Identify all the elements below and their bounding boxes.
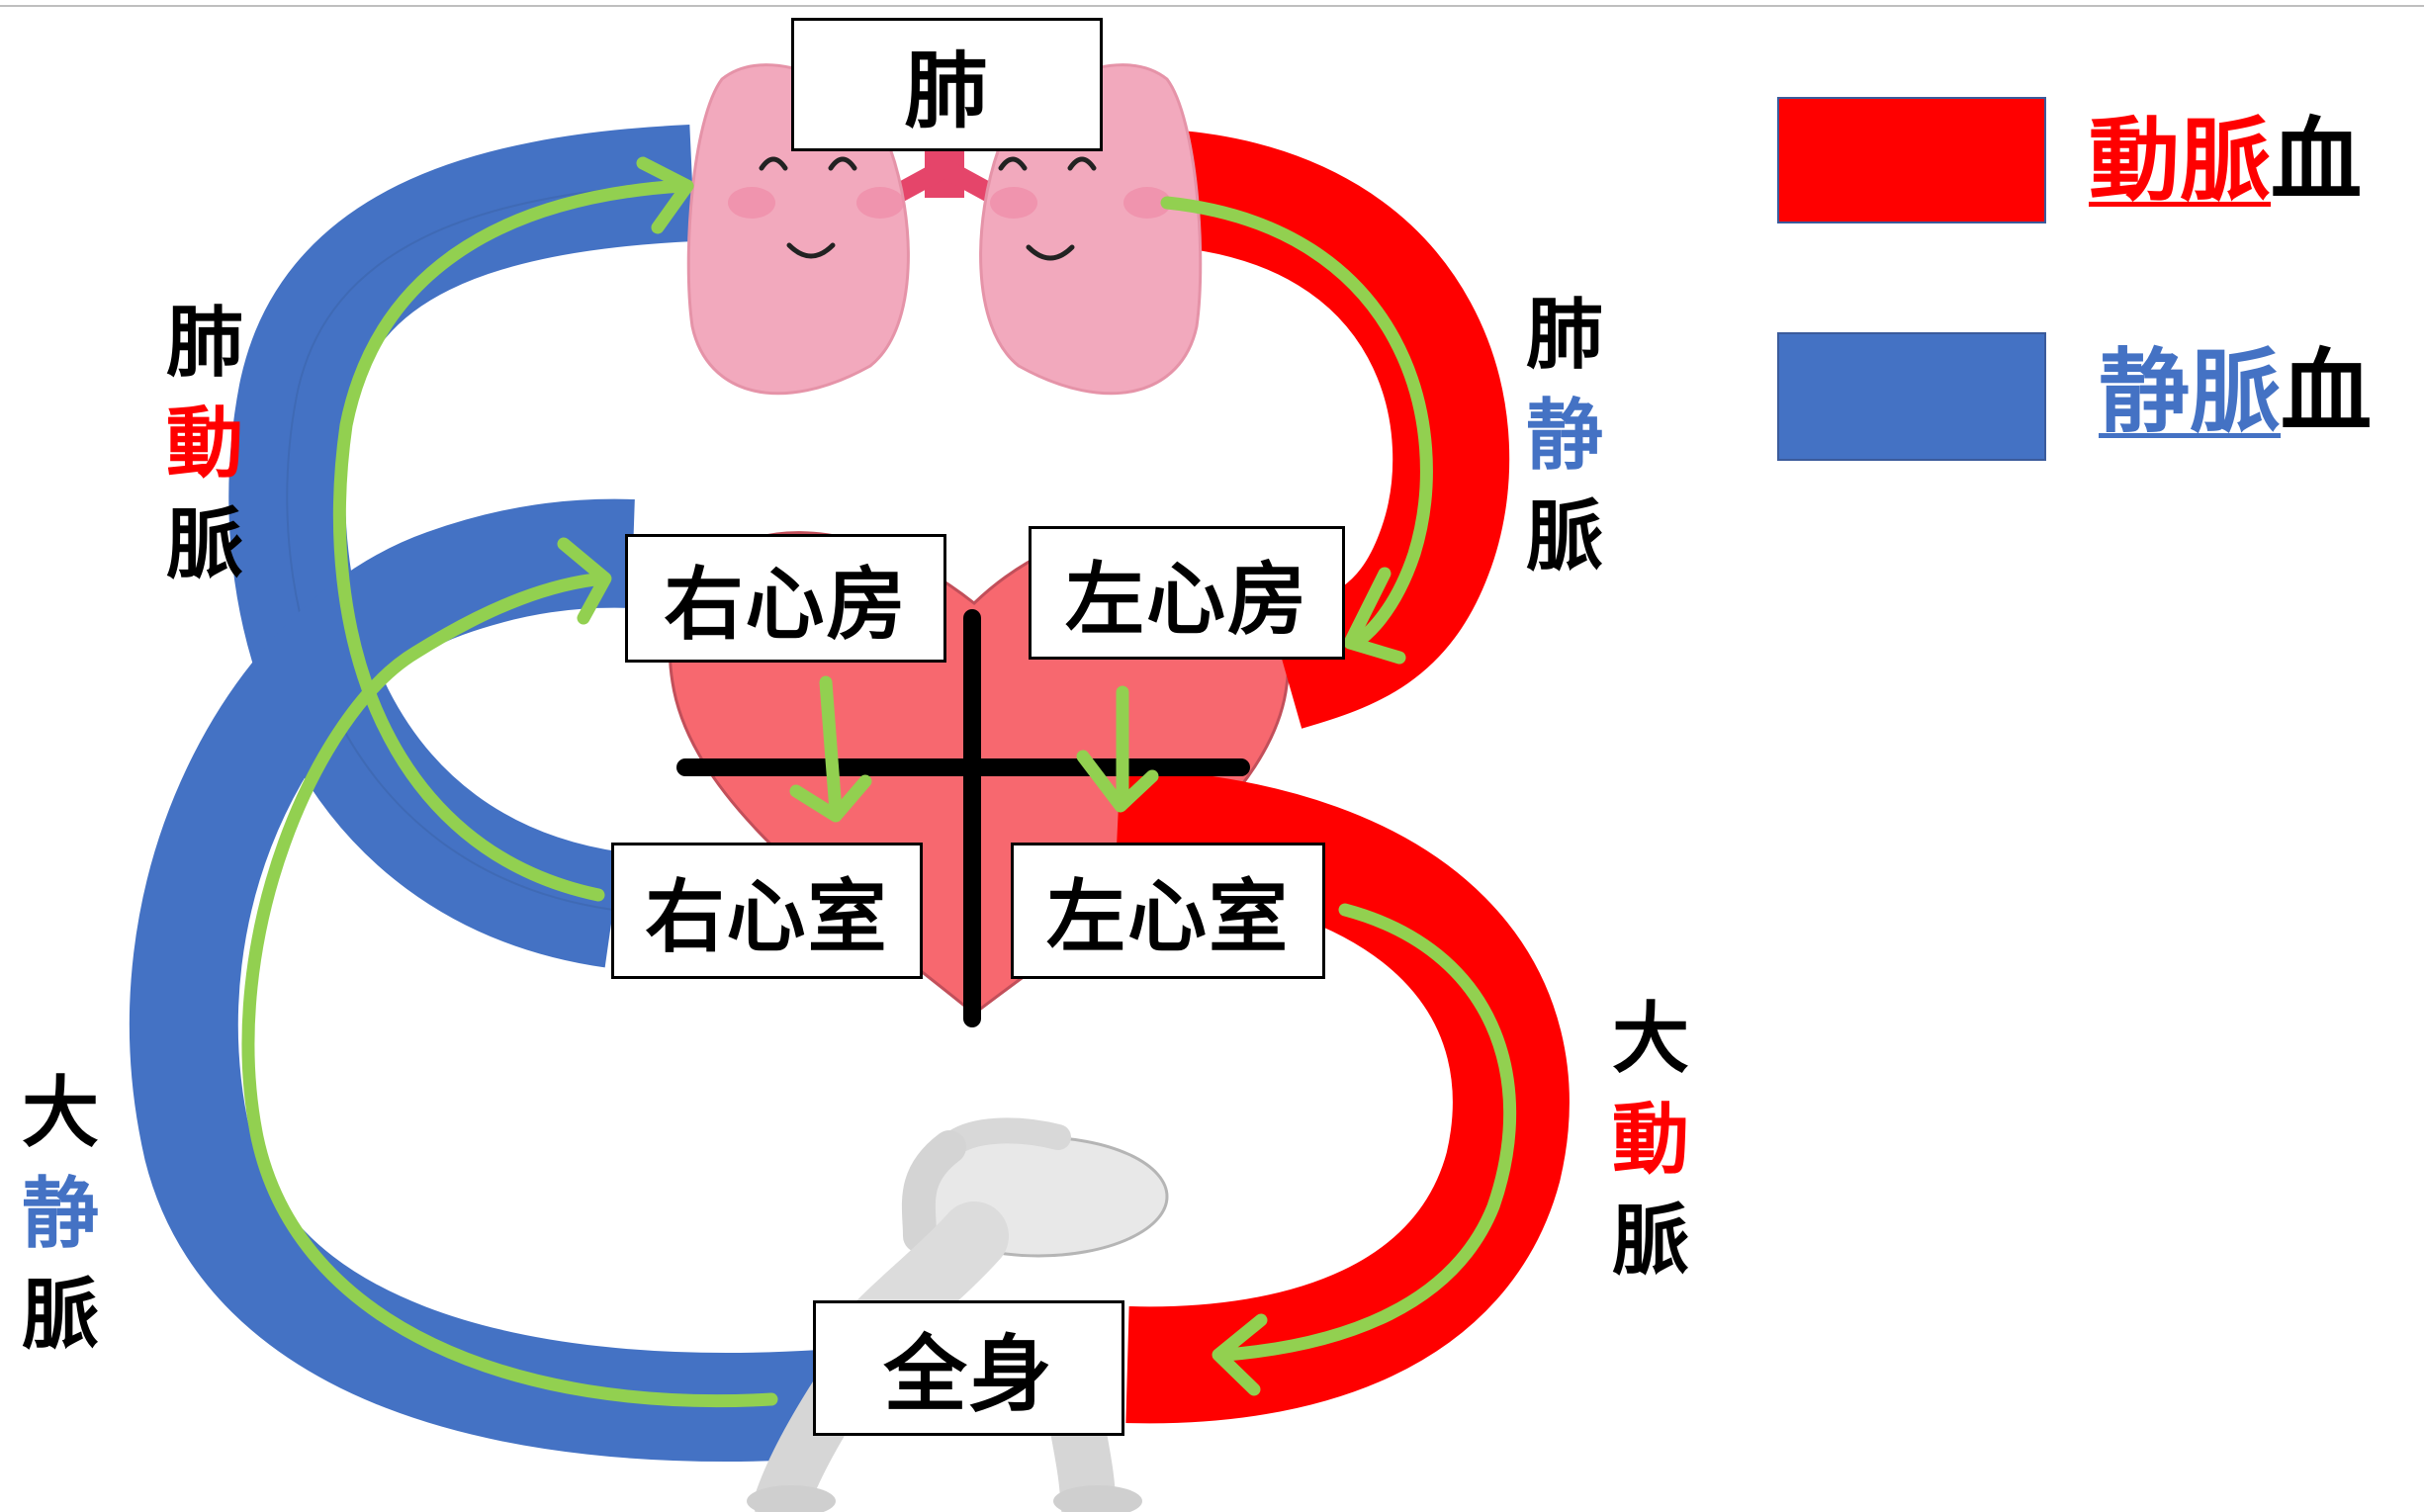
legend-arterial-label: 動脈血 [2089, 108, 2363, 214]
flow-arrow-head-left-atrium [1343, 567, 1406, 665]
top-border [0, 5, 2424, 7]
right-ventricle-box: 右心室 [611, 843, 923, 979]
flow-arrow-head-left-ventricle [1076, 750, 1159, 813]
legend-venous-swatch [1777, 332, 2046, 461]
flow-arrow-pulmonary-vein [1160, 196, 1433, 650]
pulmonary-artery-label: 肺 動 脈 [166, 299, 244, 589]
vena-cava-label: 大 静 脈 [22, 1069, 100, 1360]
lung-box: 肺 [791, 18, 1103, 151]
pulmonary-artery-vessel [228, 125, 695, 968]
left-atrium-box: 左心房 [1029, 526, 1345, 660]
flow-arrow-head-right-ventricle [789, 774, 872, 823]
flow-arrow-vena-cava [241, 572, 778, 1408]
flow-arrow-head-right-atrium [557, 537, 612, 625]
aorta-label: 大 動 脈 [1612, 995, 1690, 1286]
right-atrium-box: 右心房 [625, 534, 946, 663]
left-ventricle-box: 左心室 [1011, 843, 1325, 979]
legend-arterial-swatch [1777, 97, 2046, 223]
flow-arrow-head-body [1212, 1313, 1268, 1396]
flow-arrow-right-av [819, 675, 843, 818]
vena-cava-vessel [130, 498, 825, 1462]
flow-arrow-head-lung-in [636, 156, 694, 234]
legend-venous-label: 静脈血 [2099, 339, 2373, 445]
pulmonary-vein-label: 肺 静 脈 [1526, 291, 1604, 581]
flow-arrow-pulmonary-artery [332, 179, 689, 902]
flow-arrow-aorta [1219, 903, 1517, 1362]
whole-body-box: 全身 [813, 1300, 1124, 1436]
